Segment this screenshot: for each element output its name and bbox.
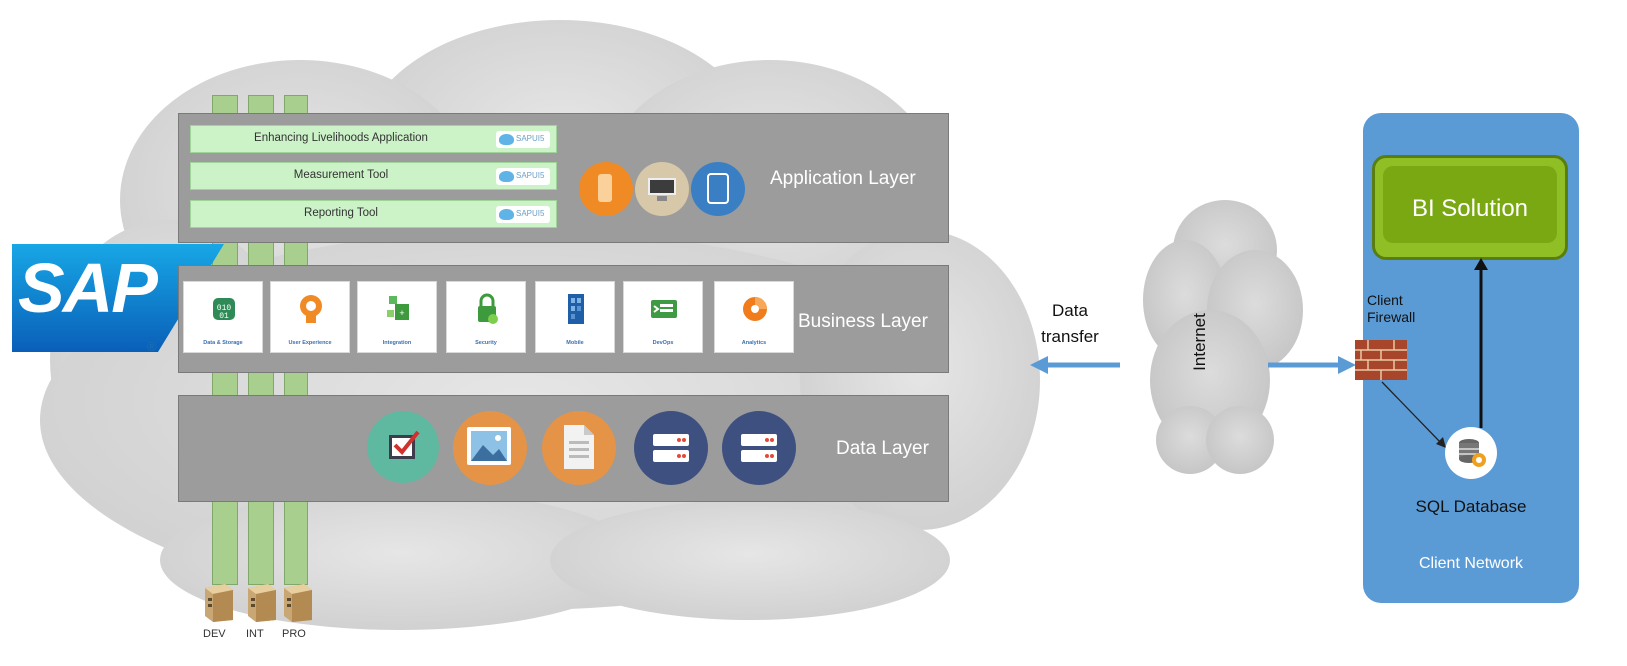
service-tile-devops[interactable]: DevOps — [623, 281, 703, 353]
sapui5-badge: SAPUI5 — [496, 131, 550, 148]
client-firewall-label: Client Firewall — [1367, 292, 1415, 326]
phone-icon — [579, 162, 633, 216]
mobile-icon — [568, 294, 584, 324]
server-icon — [722, 411, 796, 485]
environment-label-pro: PRO — [282, 628, 306, 640]
desktop-icon — [635, 162, 689, 216]
firewall-to-database-line — [1381, 381, 1446, 448]
svg-text:010: 010 — [217, 304, 232, 313]
service-label: Security — [475, 340, 497, 346]
sql-database-label: SQL Database — [1415, 497, 1527, 516]
badge-text: SAPUI5 — [516, 171, 545, 180]
firewall-icon — [1355, 340, 1407, 380]
internet-cloud — [1143, 200, 1303, 474]
service-tile-mobile[interactable]: Mobile — [535, 281, 615, 353]
svg-text:+: + — [399, 308, 404, 318]
svg-text:01: 01 — [219, 312, 229, 321]
internet-to-client-arrow — [1268, 356, 1356, 374]
application-layer-label: Application Layer — [770, 168, 916, 189]
app-row-enhancing-livelihoods[interactable]: Enhancing Livelihoods Application SAPUI5 — [190, 125, 557, 153]
checkbox-icon — [367, 411, 439, 483]
sapui5-icon — [499, 209, 514, 220]
server-tower-icon — [248, 584, 276, 622]
sap-logo — [12, 244, 224, 352]
sapui5-icon — [499, 171, 514, 182]
lock-icon — [478, 293, 498, 324]
integration-icon: + — [387, 296, 409, 320]
service-label: User Experience — [288, 340, 332, 346]
service-tile-analytics[interactable]: Analytics — [714, 281, 794, 353]
badge-text: SAPUI5 — [516, 134, 545, 143]
data-transfer-line1: Data — [1052, 301, 1088, 320]
tablet-icon — [691, 162, 745, 216]
service-label: Integration — [382, 340, 412, 346]
environment-label-int: INT — [246, 628, 264, 640]
badge-text: SAPUI5 — [516, 209, 545, 218]
bi-solution-box[interactable] — [1372, 155, 1568, 260]
environment-label-dev: DEV — [203, 628, 226, 640]
service-label: Analytics — [741, 340, 767, 346]
firewall-line1: Client — [1367, 292, 1403, 308]
database-icon — [1445, 427, 1497, 479]
user-experience-icon — [300, 295, 322, 323]
registered-mark: ® — [147, 339, 157, 354]
database-to-bi-arrow — [1474, 258, 1488, 428]
service-tile-user-experience[interactable]: User Experience — [270, 281, 350, 353]
sapui5-badge: SAPUI5 — [496, 168, 550, 185]
service-tile-security[interactable]: Security — [446, 281, 526, 353]
app-row-reporting-tool[interactable]: Reporting Tool SAPUI5 — [190, 200, 557, 228]
firewall-line2: Firewall — [1367, 309, 1416, 325]
service-tile-integration[interactable]: + Integration — [357, 281, 437, 353]
client-network-label: Client Network — [1418, 555, 1524, 572]
server-tower-icon — [284, 584, 312, 622]
data-transfer-label: Data transfer — [1020, 298, 1120, 350]
business-layer-label: Business Layer — [798, 311, 928, 332]
data-layer-label: Data Layer — [836, 438, 929, 459]
server-tower-icon — [205, 584, 233, 622]
service-label: Mobile — [566, 340, 584, 346]
service-label: Data & Storage — [203, 340, 243, 346]
document-icon — [542, 411, 616, 485]
app-row-measurement-tool[interactable]: Measurement Tool SAPUI5 — [190, 162, 557, 190]
app-name: Enhancing Livelihoods Application — [254, 132, 428, 144]
bi-solution-label: BI Solution — [1411, 195, 1529, 222]
bi-solution-inner — [1383, 166, 1557, 243]
internet-label: Internet — [1190, 313, 1209, 371]
devops-icon — [651, 300, 677, 318]
data-transfer-arrow — [1030, 356, 1120, 374]
app-name: Measurement Tool — [293, 169, 389, 181]
sapui5-icon — [499, 134, 514, 145]
sap-logo-text: SAP — [18, 249, 158, 327]
app-name: Reporting Tool — [304, 207, 378, 219]
analytics-icon — [743, 297, 767, 321]
sapui5-badge: SAPUI5 — [496, 206, 550, 223]
server-icon — [634, 411, 708, 485]
image-icon — [453, 411, 527, 485]
data-transfer-line2: transfer — [1041, 327, 1099, 346]
service-label: DevOps — [652, 340, 674, 346]
